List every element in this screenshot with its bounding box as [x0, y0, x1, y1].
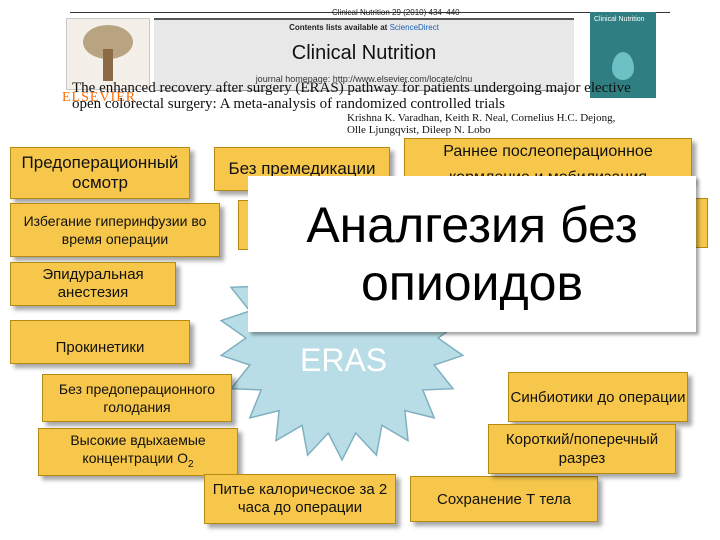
box-no-fasting-text: Без предоперационного голодания: [58, 381, 216, 415]
cover-title: Clinical Nutrition: [594, 16, 645, 23]
box-high-o2-label: Высокие вдыхаемые концентрации O: [70, 431, 206, 466]
journal-title: Clinical Nutrition: [291, 42, 437, 64]
box-high-o2-subscript: 2: [188, 458, 194, 470]
elsevier-tree-logo: [66, 18, 150, 90]
box-prokinetics-text: Прокинетики: [55, 338, 145, 356]
journal-cover: Clinical Nutrition: [590, 12, 656, 98]
contents-line: Contents lists available at ScienceDirec…: [154, 23, 574, 32]
box-epidural: Эпидуральная анестезия: [10, 262, 176, 306]
drop-icon: [612, 52, 634, 80]
box-epidural-text: Эпидуральная анестезия: [42, 266, 144, 301]
journal-header: Clinical Nutrition 29 (2010) 434–440 ELS…: [62, 8, 672, 136]
box-synbiotics-text: Синбиотики до операции: [510, 388, 686, 406]
authors-line-1: Krishna K. Varadhan, Keith R. Neal, Corn…: [347, 112, 616, 124]
box-synbiotics: Синбиотики до операции: [508, 372, 688, 422]
authors: Krishna K. Varadhan, Keith R. Neal, Corn…: [347, 112, 677, 136]
sciencedirect-link[interactable]: ScienceDirect: [389, 23, 439, 32]
box-no-premedication-text: Без премедикации: [228, 159, 376, 178]
eras-label: ERAS: [300, 342, 388, 378]
overlay-text: Аналгезия без опиоидов: [306, 197, 638, 311]
box-carb-drink: Питье калорическое за 2 часа до операции: [204, 474, 396, 524]
tree-trunk-shape: [103, 49, 113, 81]
box-incision: Короткий/поперечный разрез: [488, 424, 676, 474]
authors-line-2: Olle Ljungqvist, Dileep N. Lobo: [347, 124, 491, 136]
box-high-o2-text: Высокие вдыхаемые концентрации O2: [39, 431, 237, 474]
publisher-name: ELSEVIER: [62, 90, 137, 105]
box-carb-drink-text: Питье калорическое за 2 часа до операции: [212, 481, 388, 516]
box-prokinetics: Прокинетики: [10, 320, 190, 364]
box-preop-exam: Предоперационный осмотр: [10, 147, 190, 199]
journal-homepage: journal homepage: http://www.elsevier.co…: [255, 74, 473, 84]
contents-prefix: Contents lists available at: [289, 23, 390, 32]
opioid-free-analgesia-overlay: Аналгезия без опиоидов: [248, 176, 696, 332]
article-title: The enhanced recovery after surgery (ERA…: [72, 80, 631, 112]
citation: Clinical Nutrition 29 (2010) 434–440: [332, 8, 460, 17]
box-avoid-hyperinfusion-text: Избегание гиперинфузии во время операции: [23, 213, 207, 247]
box-incision-text: Короткий/поперечный разрез: [505, 431, 659, 467]
box-body-temp-text: Сохранение Т тела: [437, 490, 571, 508]
box-avoid-hyperinfusion: Избегание гиперинфузии во время операции: [10, 203, 220, 257]
box-preop-exam-text: Предоперационный осмотр: [21, 153, 179, 192]
box-high-o2: Высокие вдыхаемые концентрации O2: [38, 428, 238, 476]
journal-banner: Contents lists available at ScienceDirec…: [154, 18, 574, 91]
box-no-fasting: Без предоперационного голодания: [42, 374, 232, 422]
header-rule: [70, 12, 670, 13]
box-body-temp: Сохранение Т тела: [410, 476, 598, 522]
